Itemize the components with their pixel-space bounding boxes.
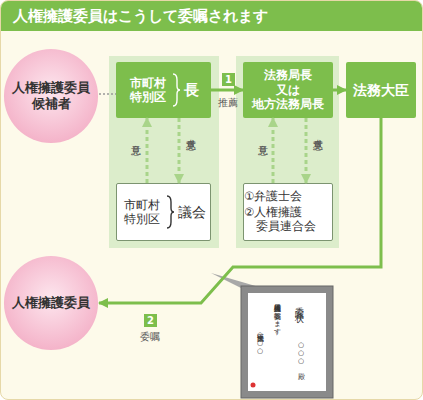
association-box: ①弁護士会 ②人権擁護 委員連合会 (243, 183, 333, 241)
connector-arrow (333, 89, 346, 92)
node-text: 人権擁護委員 候補者 (3, 80, 99, 111)
connector-arrow (272, 118, 275, 183)
title-bar (1, 1, 423, 31)
process-box: 法務局長 又は 地方法務局長 (243, 62, 333, 118)
connector-arrow (146, 118, 149, 183)
node-text: ②人権擁護 委員連合会 (244, 206, 332, 234)
group-panel (236, 56, 339, 248)
node-content: 人権擁護委員 (12, 295, 90, 311)
connector-arrow (99, 93, 116, 95)
edge-label: 意見 (257, 137, 268, 139)
callout-number: 2 (144, 314, 157, 327)
node-content: ①弁護士会 ②人権擁護 委員連合会 (244, 190, 332, 233)
edge-label: 求意見 (312, 131, 323, 134)
node-content: 市町村 特別区長 (128, 73, 199, 107)
brace-symbol (165, 195, 175, 229)
callout-number: 1 (222, 73, 235, 86)
node-text: 法務大臣 (353, 82, 409, 99)
node-content: 人権擁護委員 候補者 (3, 80, 99, 111)
node-content: 市町村 特別区議会 (122, 195, 206, 229)
title-text: 人権擁護委員はこうして委嘱されます (13, 7, 268, 25)
circle-fill (4, 256, 98, 350)
edge-label: 委嘱 (140, 331, 160, 342)
node-text: 市町村 特別区 (128, 76, 168, 105)
member-circle: 人権擁護委員 (3, 255, 99, 351)
process-box: 市町村 特別区長 (116, 62, 211, 118)
edge-label: 推薦 (218, 97, 238, 108)
council-box: 市町村 特別区議会 (116, 183, 211, 241)
node-text: 人権擁護委員 (12, 295, 90, 311)
group-panel (109, 56, 219, 248)
process-box: 法務大臣 (346, 62, 416, 118)
certificate-paper (248, 293, 326, 391)
certificate-heading: 委嘱状 (295, 299, 304, 311)
seal-mark (251, 383, 256, 388)
certificate-addressee: ○○○ 殿 (297, 341, 304, 367)
node-content: 法務局長 又は 地方法務局長 (243, 68, 333, 111)
circle-fill (4, 49, 98, 143)
certificate-frame (241, 286, 333, 398)
connector-arrow (178, 118, 181, 183)
connector-arrow (305, 118, 308, 183)
node-text: 法務局長 又は 地方法務局長 (243, 68, 333, 111)
brace-path (167, 196, 174, 228)
certificate-signature: 法務大臣 ○○○ (256, 329, 263, 355)
brace-path (173, 74, 180, 106)
candidate-circle: 人権擁護委員 候補者 (3, 48, 99, 144)
connector-arrow (211, 89, 243, 92)
node-text: 議会 (178, 204, 206, 221)
node-content: 法務大臣 (353, 82, 409, 99)
certificate-body: 人権擁護委員に委嘱します (273, 299, 280, 331)
node-text: 長 (184, 81, 199, 99)
edge-label: 求意見 (185, 131, 196, 134)
edge-label: 意見 (130, 137, 141, 139)
connector-arrow (99, 118, 381, 303)
node-text: 市町村 特別区 (122, 198, 162, 227)
brace-symbol (171, 73, 181, 107)
node-text: ①弁護士会 (244, 190, 302, 204)
